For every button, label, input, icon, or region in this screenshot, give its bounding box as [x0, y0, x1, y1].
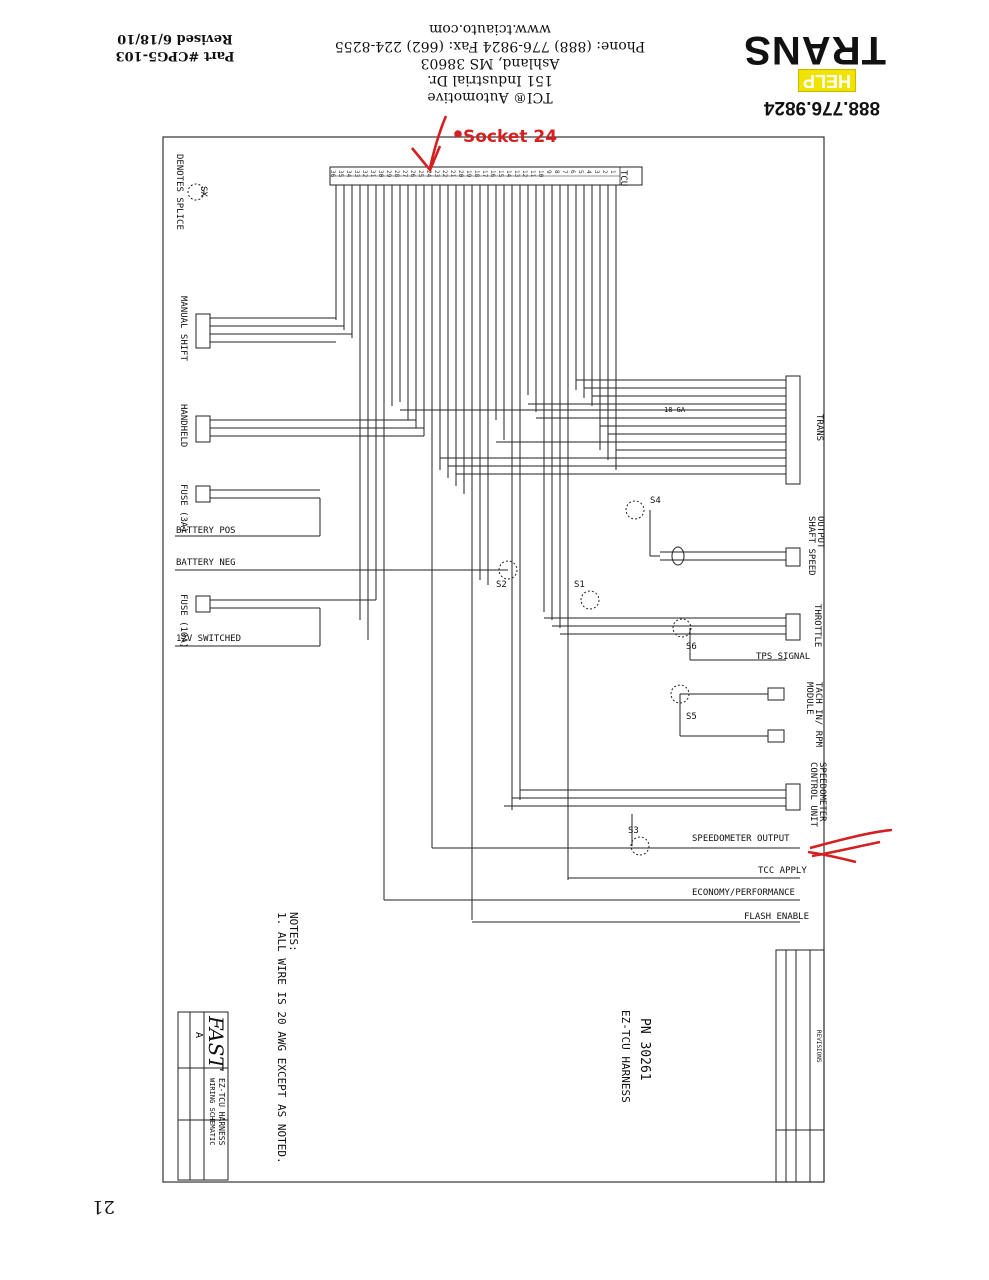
- tcu-socket-2: 2: [601, 170, 608, 174]
- speedometer-connector: [504, 783, 801, 846]
- revisions-header: REVISIONS: [815, 1030, 822, 1063]
- output-shaft-title: OUTPUT SHAFT SPEED: [806, 516, 825, 576]
- schematic-border: [162, 136, 825, 1183]
- output-shaft-connector: [649, 510, 801, 567]
- battery-neg-label: BATTERY NEG: [176, 558, 236, 568]
- tcu-socket-4: 4: [585, 170, 592, 174]
- splice-s2: S2: [496, 580, 507, 590]
- tcu-socket-19: 19: [465, 170, 472, 178]
- tcu-label-wrap: TCU: [618, 170, 644, 186]
- tcu-socket-25: 25: [417, 170, 424, 178]
- tcu-wires: [335, 185, 617, 920]
- tcu-socket-6: 6: [569, 170, 576, 174]
- tcu-socket-1: 1: [609, 170, 616, 174]
- flash-enable-label: FLASH ENABLE: [744, 912, 810, 922]
- speedometer-output-label: SPEEDOMETER OUTPUT: [692, 834, 790, 844]
- speedometer-title: SPEEDOMETER CONTROL UNIT: [808, 762, 827, 828]
- tcu-socket-33: 33: [353, 170, 360, 178]
- title-block-rev: A: [193, 1032, 204, 1039]
- tcu-socket-26: 26: [409, 170, 416, 178]
- battery-pos-label: BATTERY POS: [176, 526, 236, 536]
- socket-arrow: [410, 115, 462, 173]
- tps-signal-label: TPS SIGNAL: [756, 652, 811, 662]
- tcu-socket-35: 35: [337, 170, 344, 178]
- splice-s4: S4: [650, 496, 661, 506]
- tcu-socket-27: 27: [401, 170, 408, 178]
- output-wires: [383, 847, 800, 923]
- economy-label: ECONOMY/PERFORMANCE: [692, 888, 795, 898]
- harness-label: EZ-TCU HARNESS: [619, 1010, 632, 1103]
- tcu-socket-14: 14: [505, 170, 512, 178]
- trans-title: TRANS: [814, 414, 824, 442]
- tcu-socket-3: 3: [593, 170, 600, 174]
- switched-label: 12V SWITCHED: [176, 634, 242, 644]
- tcu-socket-5: 5: [577, 170, 584, 174]
- throttle-connector: [544, 613, 801, 661]
- manual-shift-title: MANUAL SHIFT: [178, 296, 188, 362]
- splice-s6: S6: [686, 642, 697, 652]
- tcu-socket-12: 12: [521, 170, 528, 178]
- tcu-socket-9: 9: [545, 170, 552, 174]
- tcu-socket-24: 24: [425, 170, 432, 178]
- tcu-socket-11: 11: [529, 170, 536, 178]
- tcu-socket-10: 10: [537, 170, 544, 178]
- splice-s3: S3: [628, 826, 639, 836]
- tcu-socket-21: 21: [449, 170, 456, 178]
- fuse-3a-connector: [175, 485, 321, 537]
- tcu-socket-20: 20: [457, 170, 464, 178]
- splice-circles: [187, 183, 692, 856]
- tcu-socket-34: 34: [345, 170, 352, 178]
- tcc-apply-label: TCC APPLY: [758, 866, 807, 876]
- handheld-title: HANDHELD: [178, 404, 188, 448]
- tcu-socket-28: 28: [393, 170, 400, 178]
- splice-symbol-wrap: SX: [198, 186, 219, 197]
- fuse-10a-connector: [175, 595, 376, 647]
- throttle-title: THROTTLE: [812, 604, 822, 648]
- splice-s5: S5: [686, 712, 697, 722]
- manual-shift-connector: [195, 313, 352, 349]
- tcu-socket-31: 31: [369, 170, 376, 178]
- tcu-socket-15: 15: [497, 170, 504, 178]
- tcu-socket-30: 30: [377, 170, 384, 178]
- gauge-18-label: 18 GA: [664, 406, 686, 414]
- splice-symbol: SX: [198, 186, 208, 197]
- tach-connector: [679, 687, 785, 743]
- tcu-socket-7: 7: [561, 170, 568, 174]
- tcu-socket-36: 36: [329, 170, 336, 178]
- splice-legend-wrap: DENOTES SPLICE: [174, 154, 260, 230]
- pn-label: PN 30261: [637, 1018, 652, 1081]
- title-block: [177, 949, 825, 1183]
- speedometer-arrow: [807, 828, 893, 864]
- tcu-connector: [329, 166, 643, 186]
- title-block-subtitle: WIRING SCHEMATIC: [208, 1078, 216, 1146]
- tcu-socket-29: 29: [385, 170, 392, 178]
- splice-legend: DENOTES SPLICE: [174, 154, 184, 230]
- tcu-socket-13: 13: [513, 170, 520, 178]
- title-block-title: EZ-TCU HARNESS: [217, 1078, 226, 1146]
- tcu-socket-32: 32: [361, 170, 368, 178]
- tcu-socket-8: 8: [553, 170, 560, 174]
- tcu-socket-16: 16: [489, 170, 496, 178]
- tcu-socket-22: 22: [441, 170, 448, 178]
- tcu-socket-23: 23: [433, 170, 440, 178]
- trans-connector: [400, 375, 801, 485]
- handheld-connector: [195, 415, 424, 443]
- splice-s1: S1: [574, 580, 585, 590]
- tcu-socket-18: 18: [473, 170, 480, 178]
- tcu-socket-17: 17: [481, 170, 488, 178]
- tach-title: TACH IN/ RPM MODULE: [804, 682, 823, 748]
- socket-24-label: Socket 24: [463, 127, 558, 147]
- page-number: 21: [92, 1196, 115, 1217]
